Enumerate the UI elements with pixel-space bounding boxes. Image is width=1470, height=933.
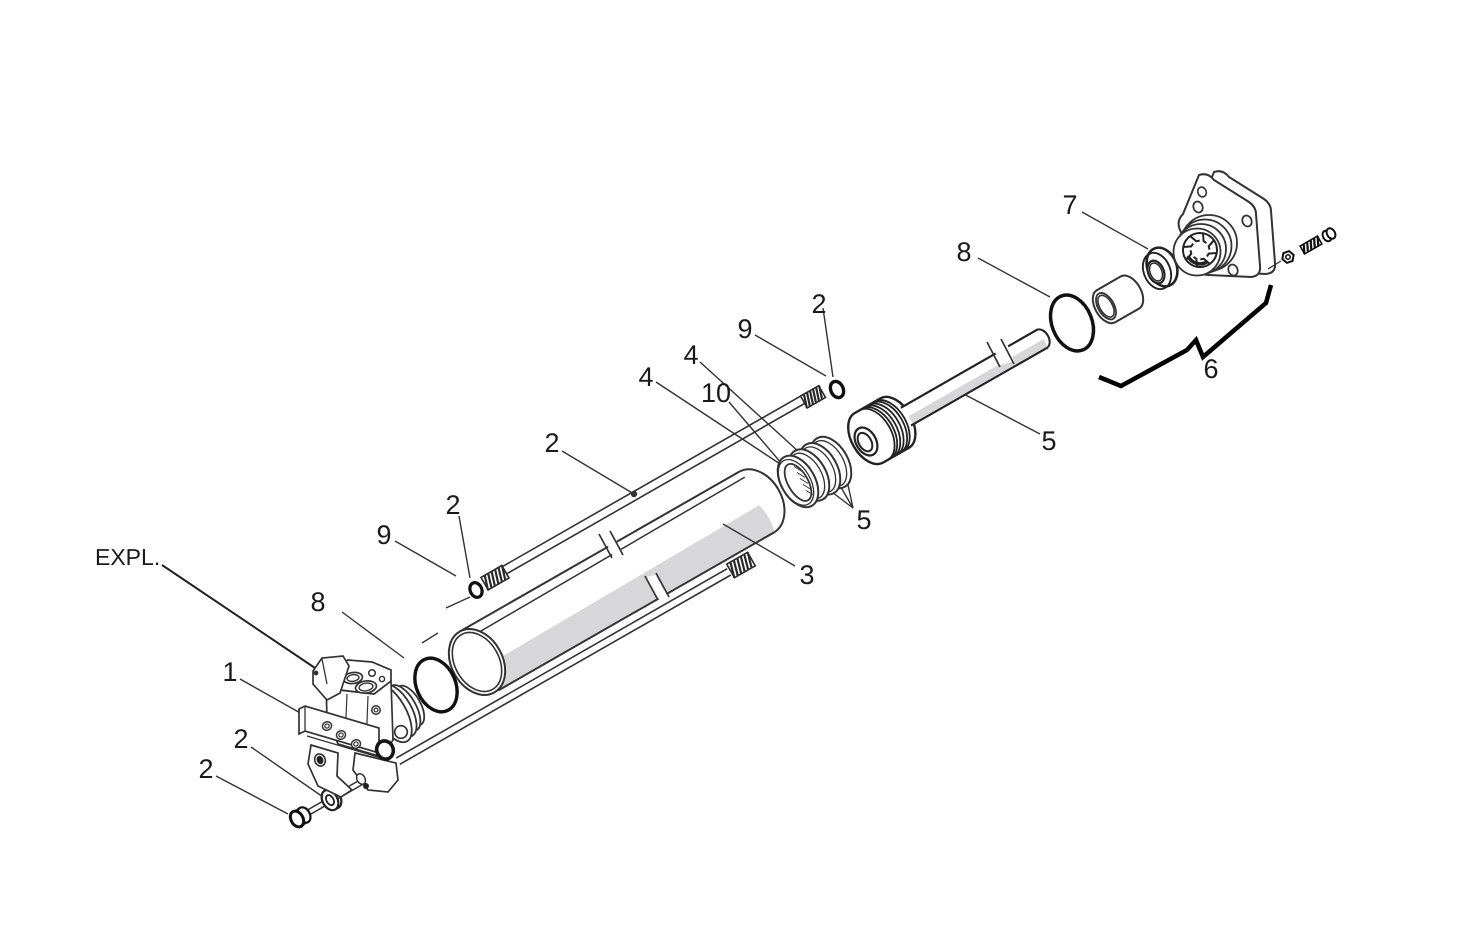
svg-text:9: 9 xyxy=(376,520,391,550)
svg-text:5: 5 xyxy=(1041,426,1056,456)
svg-text:6: 6 xyxy=(1203,354,1218,384)
svg-text:2: 2 xyxy=(198,754,213,784)
svg-text:2: 2 xyxy=(811,289,826,319)
svg-text:2: 2 xyxy=(445,490,460,520)
svg-text:4: 4 xyxy=(683,340,698,370)
svg-text:10: 10 xyxy=(701,378,731,408)
svg-text:8: 8 xyxy=(956,237,971,267)
svg-text:EXPL.: EXPL. xyxy=(95,544,160,570)
svg-text:2: 2 xyxy=(233,724,248,754)
svg-text:8: 8 xyxy=(310,587,325,617)
svg-text:4: 4 xyxy=(638,362,653,392)
svg-text:7: 7 xyxy=(1062,190,1077,220)
svg-text:3: 3 xyxy=(799,560,814,590)
svg-text:1: 1 xyxy=(222,657,237,687)
svg-text:2: 2 xyxy=(544,428,559,458)
svg-text:9: 9 xyxy=(737,314,752,344)
svg-text:5: 5 xyxy=(856,505,871,535)
